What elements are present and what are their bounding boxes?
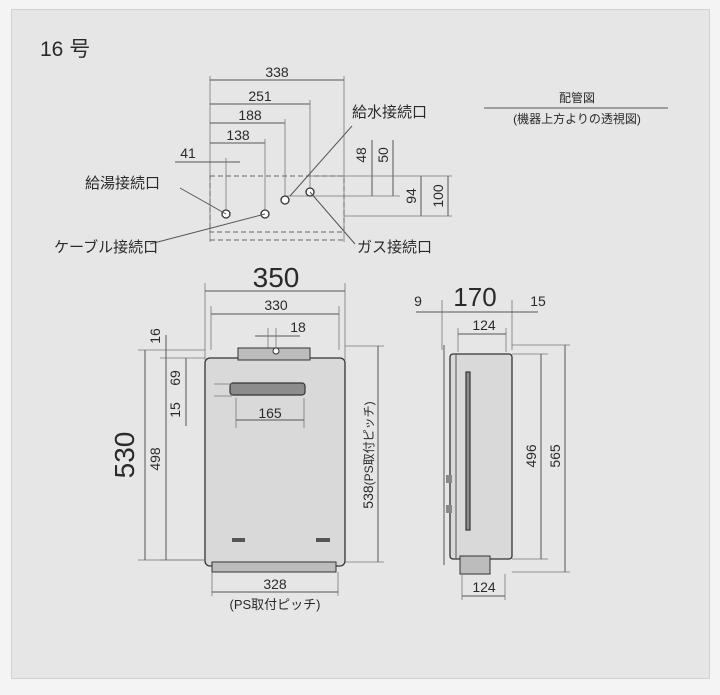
dim-565: 565 [547,444,563,468]
dim-15-front: 15 [167,402,183,418]
dim-9: 9 [414,293,422,309]
dim-530: 530 [109,432,140,479]
bottom-fittings [211,561,337,573]
dim-498: 498 [147,447,163,471]
dim-18: 18 [290,319,306,335]
side-panel-slot [465,371,471,531]
dim-170: 170 [453,282,496,312]
side-view: 170 9 15 124 496 565 124 [414,282,570,600]
dim-41: 41 [180,145,196,161]
dim-538-caption: (PS取付ピッチ) [362,401,376,485]
dim-15-side: 15 [530,293,546,309]
model-label: 16 号 [40,38,90,61]
view-subtitle: (機器上方よりの透視図) [513,111,641,126]
callout-hot-water: 給湯接続口 [85,175,160,192]
view-title: 配管図 [559,90,595,105]
water-port-icon [280,195,290,205]
dim-138: 138 [226,127,250,143]
dim-330: 330 [264,297,288,313]
side-body-outline [449,353,513,560]
dim-350: 350 [253,262,300,293]
dim-48: 48 [353,147,369,163]
dim-94: 94 [403,188,419,204]
dim-251: 251 [248,88,272,104]
dim-538-group: 538(PS取付ピッチ) [360,401,376,508]
front-view: 350 330 18 165 530 498 16 69 [109,262,384,612]
dim-188: 188 [238,107,262,123]
dim-69: 69 [167,370,183,386]
dim-124-top: 124 [472,317,496,333]
dim-165: 165 [258,405,282,421]
side-fittings [459,555,491,575]
dim-328: 328 [263,576,287,592]
dim-496: 496 [523,444,539,468]
callout-cable-port: ケーブル接続口 [54,238,158,256]
control-panel [229,382,306,396]
top-view: 338 251 188 138 41 48 50 94 100 [149,64,452,245]
top-fittings [237,347,311,361]
top-view-outline [209,175,345,233]
dim-538: 538 [360,485,376,509]
dim-50: 50 [375,147,391,163]
callout-water-inlet: 給水接続口 [352,104,427,121]
bottom-caption: (PS取付ピッチ) [229,597,320,612]
callout-gas-port: ガス接続口 [357,239,432,256]
dim-16: 16 [147,328,163,344]
dim-338: 338 [265,64,289,80]
diagram-frame [11,9,710,679]
dim-100: 100 [430,184,446,208]
dim-124-bottom: 124 [472,579,496,595]
